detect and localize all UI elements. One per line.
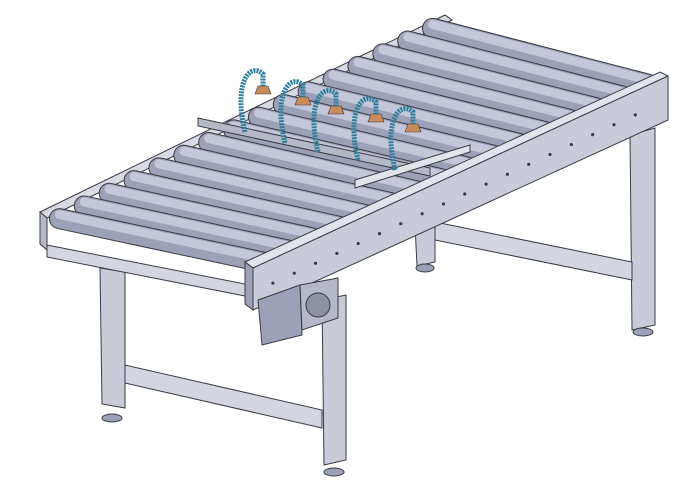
manifold-bar bbox=[197, 117, 431, 177]
foot-front-left bbox=[101, 413, 123, 423]
spray-nozzle bbox=[367, 113, 385, 123]
rollers bbox=[48, 17, 658, 273]
roller-highlight bbox=[79, 197, 293, 251]
near-side-rail bbox=[244, 71, 670, 311]
rail-hole bbox=[463, 192, 467, 196]
coolant-hose bbox=[311, 88, 339, 153]
spray-nozzle bbox=[254, 85, 272, 95]
guide-plate bbox=[354, 144, 471, 189]
rail-holes bbox=[271, 113, 637, 285]
spray-manifold bbox=[197, 68, 471, 189]
back-legs bbox=[414, 127, 656, 337]
rail-hole bbox=[420, 212, 424, 216]
rail-hole bbox=[356, 241, 360, 246]
roller-highlight bbox=[428, 19, 652, 85]
roller-highlight bbox=[104, 184, 319, 239]
coolant-hose bbox=[351, 96, 379, 161]
rail-hole bbox=[292, 271, 296, 275]
roller-highlight bbox=[179, 146, 396, 204]
rail-hole bbox=[441, 202, 446, 206]
coolant-hose bbox=[238, 68, 266, 133]
coolant-hose bbox=[278, 79, 306, 144]
rail-hole bbox=[633, 113, 637, 117]
roller-highlight bbox=[129, 172, 345, 227]
rail-hole bbox=[484, 182, 488, 186]
rail-hole bbox=[335, 251, 339, 255]
roller-highlight bbox=[253, 108, 473, 168]
roller-highlight bbox=[303, 83, 524, 144]
rail-hole bbox=[505, 172, 509, 176]
crossbar-back bbox=[434, 221, 633, 281]
roller-highlight bbox=[54, 210, 268, 263]
roller-highlight bbox=[378, 45, 601, 109]
drive-motor bbox=[257, 277, 339, 346]
rail-hole bbox=[399, 222, 403, 226]
rail-hole bbox=[591, 133, 595, 137]
roller-highlight bbox=[353, 57, 575, 121]
spray-nozzle bbox=[294, 96, 312, 106]
leg-front-left bbox=[99, 267, 126, 409]
roller-highlight bbox=[403, 32, 627, 97]
rail-hole bbox=[377, 232, 382, 236]
spray-nozzle bbox=[327, 105, 345, 115]
foot-front-right bbox=[323, 467, 345, 477]
crossbar-front bbox=[124, 364, 323, 429]
rail-hole bbox=[313, 261, 318, 265]
rail-hole bbox=[612, 123, 616, 127]
rail-hole bbox=[527, 162, 531, 166]
foot-back-middle bbox=[415, 263, 435, 273]
leg-back-right bbox=[629, 127, 656, 331]
rail-hole bbox=[271, 281, 275, 285]
roller-highlight bbox=[328, 70, 550, 132]
spray-nozzle bbox=[404, 123, 422, 133]
foot-back-right bbox=[632, 327, 654, 337]
coolant-hose bbox=[388, 106, 416, 171]
roller-highlight bbox=[154, 159, 370, 216]
rail-hole bbox=[548, 152, 552, 157]
roller-highlight bbox=[278, 95, 498, 156]
rail-hole bbox=[569, 142, 573, 147]
front-legs bbox=[46, 244, 347, 477]
